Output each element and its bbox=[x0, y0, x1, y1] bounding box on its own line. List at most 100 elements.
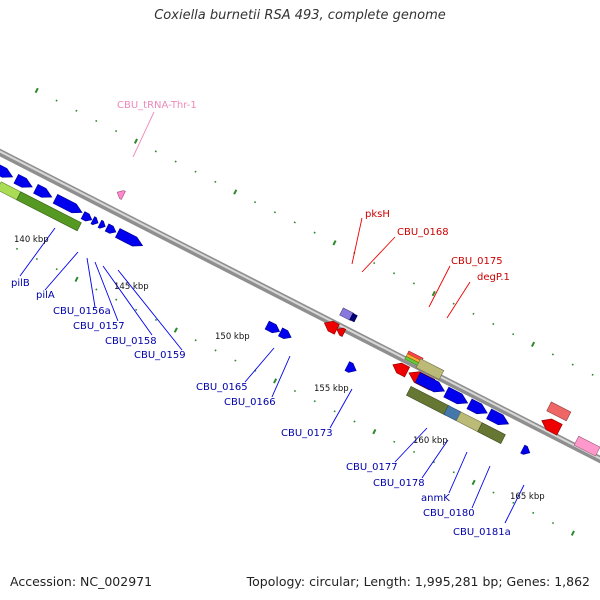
gene-forward[interactable] bbox=[443, 386, 470, 408]
gene-forward[interactable] bbox=[486, 408, 512, 429]
callout-pilA bbox=[44, 251, 79, 291]
outer-tick bbox=[332, 240, 337, 246]
gene-reverse[interactable] bbox=[322, 318, 340, 335]
callout-CBU_0156a bbox=[86, 257, 96, 308]
gene-CBU_0180[interactable] bbox=[477, 422, 506, 444]
gene-CBU_0181a[interactable] bbox=[520, 444, 532, 457]
outer-tick bbox=[452, 302, 455, 305]
outer-tick bbox=[531, 341, 536, 348]
tick-label-145: 145 kbp bbox=[114, 282, 149, 292]
inner-tick bbox=[570, 530, 575, 536]
outer-tick bbox=[373, 262, 376, 265]
tick-label-165: 165 kbp bbox=[510, 492, 545, 502]
outer-tick bbox=[95, 119, 98, 122]
outer-tick bbox=[115, 129, 118, 133]
inner-tick bbox=[74, 276, 79, 283]
callout-CBU_0168 bbox=[361, 236, 396, 273]
outer-tick bbox=[214, 180, 217, 183]
callout-CBU_0181a bbox=[504, 484, 525, 524]
label-CBU_0177[interactable]: CBU_0177 bbox=[346, 462, 398, 473]
label-CBU_0157[interactable]: CBU_0157 bbox=[73, 321, 125, 332]
outer-tick bbox=[551, 353, 554, 356]
gene-forward[interactable] bbox=[0, 163, 15, 181]
label-CBU_0166[interactable]: CBU_0166 bbox=[224, 397, 276, 408]
gene-features bbox=[0, 163, 600, 457]
label-CBU_0156a[interactable]: CBU_0156a bbox=[53, 306, 111, 317]
gene-anmK[interactable] bbox=[455, 411, 483, 433]
gene-forward[interactable] bbox=[13, 173, 35, 191]
inner-tick bbox=[432, 461, 436, 464]
operon-block-pilA[interactable] bbox=[16, 191, 82, 232]
scale-labels: 140 kbp 145 kbp 150 kbp 155 kbp 160 kbp … bbox=[14, 235, 545, 502]
label-CBU_0159[interactable]: CBU_0159 bbox=[134, 350, 186, 361]
gene-CBU_0156a[interactable] bbox=[80, 211, 94, 224]
outer-tick bbox=[472, 312, 475, 315]
gene-CBU_0165[interactable] bbox=[264, 320, 282, 335]
outer-tick bbox=[154, 150, 157, 153]
scale-ticks bbox=[15, 87, 594, 536]
gene-CBU_0166[interactable] bbox=[278, 327, 293, 341]
tick-label-140: 140 kbp bbox=[14, 235, 49, 245]
callout-trna bbox=[132, 111, 155, 158]
outer-tick bbox=[254, 201, 257, 204]
callout-CBU_0177 bbox=[394, 427, 428, 463]
outer-tick bbox=[293, 221, 296, 224]
gene-salmon[interactable] bbox=[546, 401, 572, 422]
inner-tick bbox=[551, 521, 555, 525]
label-CBU_0180[interactable]: CBU_0180 bbox=[423, 508, 475, 519]
callout-CBU_0157 bbox=[94, 261, 119, 322]
outer-tick bbox=[233, 189, 238, 195]
outer-tick bbox=[55, 99, 58, 102]
trna-feature[interactable] bbox=[115, 188, 126, 200]
label-trna[interactable]: CBU_tRNA-Thr-1 bbox=[117, 100, 197, 111]
gene-reverse[interactable] bbox=[390, 360, 411, 378]
outer-tick bbox=[591, 373, 594, 376]
label-CBU_0181a[interactable]: CBU_0181a bbox=[453, 527, 511, 538]
callout-CBU_0166 bbox=[271, 355, 291, 398]
label-CBU_0175[interactable]: CBU_0175 bbox=[451, 256, 503, 267]
label-CBU_0173[interactable]: CBU_0173 bbox=[281, 428, 333, 439]
outer-tick bbox=[412, 282, 415, 285]
label-pksH[interactable]: pksH bbox=[365, 209, 390, 220]
gene-CBU_0173[interactable] bbox=[344, 361, 358, 375]
outer-tick bbox=[392, 272, 396, 275]
gene-forward[interactable] bbox=[33, 183, 55, 201]
inner-tick bbox=[55, 268, 58, 271]
label-CBU_0168[interactable]: CBU_0168 bbox=[397, 227, 449, 238]
callout-CBU_0165 bbox=[244, 347, 275, 383]
gene-forward[interactable] bbox=[114, 228, 144, 251]
gene-CBU_0157[interactable] bbox=[90, 216, 100, 227]
callout-CBU_0158 bbox=[102, 265, 153, 336]
label-CBU_0158[interactable]: CBU_0158 bbox=[105, 336, 157, 347]
gene-degP1[interactable] bbox=[415, 358, 445, 380]
label-pilB[interactable]: pilB bbox=[11, 278, 30, 289]
inner-tick bbox=[333, 410, 336, 413]
label-anmK[interactable]: anmK bbox=[421, 493, 450, 504]
gene-reverse[interactable] bbox=[539, 415, 563, 436]
genome-summary-text: Topology: circular; Length: 1,995,281 bp… bbox=[246, 574, 590, 589]
callout-CBU_0159 bbox=[117, 269, 183, 351]
outer-tick bbox=[273, 211, 277, 214]
label-pilA[interactable]: pilA bbox=[36, 290, 55, 301]
gene-CBU_0168[interactable] bbox=[349, 312, 358, 323]
gene-pink[interactable] bbox=[573, 435, 600, 457]
inner-tick bbox=[234, 359, 237, 362]
label-degP1[interactable]: degP.1 bbox=[477, 272, 510, 283]
inner-tick bbox=[492, 491, 495, 494]
gene-forward[interactable] bbox=[466, 398, 490, 418]
label-CBU_0178[interactable]: CBU_0178 bbox=[373, 478, 425, 489]
callout-lines bbox=[19, 111, 525, 524]
inner-tick bbox=[95, 288, 98, 291]
inner-tick bbox=[393, 440, 396, 443]
label-CBU_0165[interactable]: CBU_0165 bbox=[196, 382, 248, 393]
outer-tick bbox=[313, 231, 316, 234]
gene-pilB[interactable] bbox=[52, 193, 84, 217]
gene-forward[interactable] bbox=[414, 372, 447, 396]
inner-tick bbox=[353, 420, 356, 423]
inner-tick bbox=[313, 400, 316, 403]
gene-CBU_0159[interactable] bbox=[104, 223, 118, 236]
inner-tick bbox=[15, 247, 19, 250]
gene-reverse[interactable] bbox=[335, 326, 347, 337]
gene-CBU_0158[interactable] bbox=[97, 219, 107, 230]
